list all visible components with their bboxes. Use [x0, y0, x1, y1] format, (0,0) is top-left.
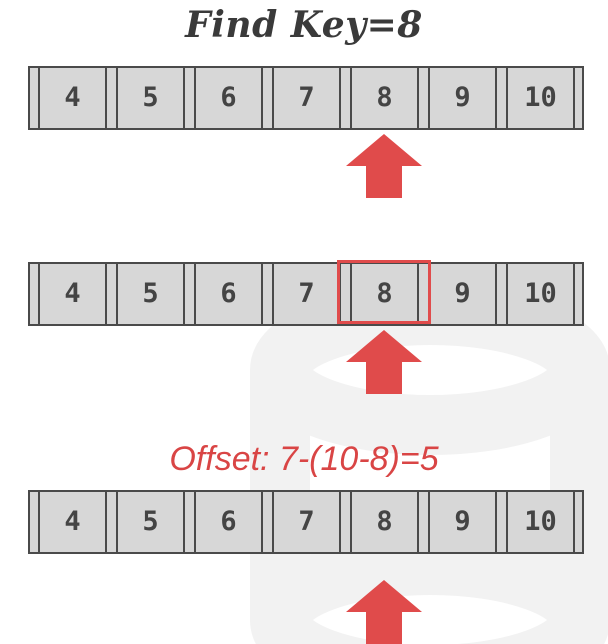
array-row-3: 4 5 6 7 8 9 10	[28, 490, 584, 554]
array-row-2: 4 5 6 7 8 9 10	[28, 262, 584, 326]
array-cell: 6	[194, 68, 263, 128]
array-cell: 10	[506, 68, 575, 128]
array-cell: 6	[194, 264, 263, 324]
array-cell: 4	[38, 68, 107, 128]
array-cell: 7	[272, 264, 341, 324]
array-cell: 9	[428, 68, 497, 128]
up-arrow-icon	[346, 134, 422, 198]
array-cell: 10	[506, 264, 575, 324]
array-cell: 7	[272, 492, 341, 552]
array-cell: 8	[350, 492, 419, 552]
array-cell: 5	[116, 264, 185, 324]
array-cell: 10	[506, 492, 575, 552]
up-arrow-icon	[346, 580, 422, 644]
array-row-1: 4 5 6 7 8 9 10	[28, 66, 584, 130]
array-cell: 8	[350, 264, 419, 324]
found-key-highlight	[337, 260, 431, 324]
array-cell: 8	[350, 68, 419, 128]
array-cell: 9	[428, 264, 497, 324]
array-cell: 5	[116, 68, 185, 128]
array-cell: 6	[194, 492, 263, 552]
array-cell: 7	[272, 68, 341, 128]
up-arrow-icon	[346, 330, 422, 394]
page-title: Find Key=8	[185, 4, 423, 46]
offset-label: Offset: 7-(10-8)=5	[169, 440, 439, 478]
array-cell: 9	[428, 492, 497, 552]
array-cell: 4	[38, 264, 107, 324]
array-cell: 5	[116, 492, 185, 552]
array-cell: 4	[38, 492, 107, 552]
